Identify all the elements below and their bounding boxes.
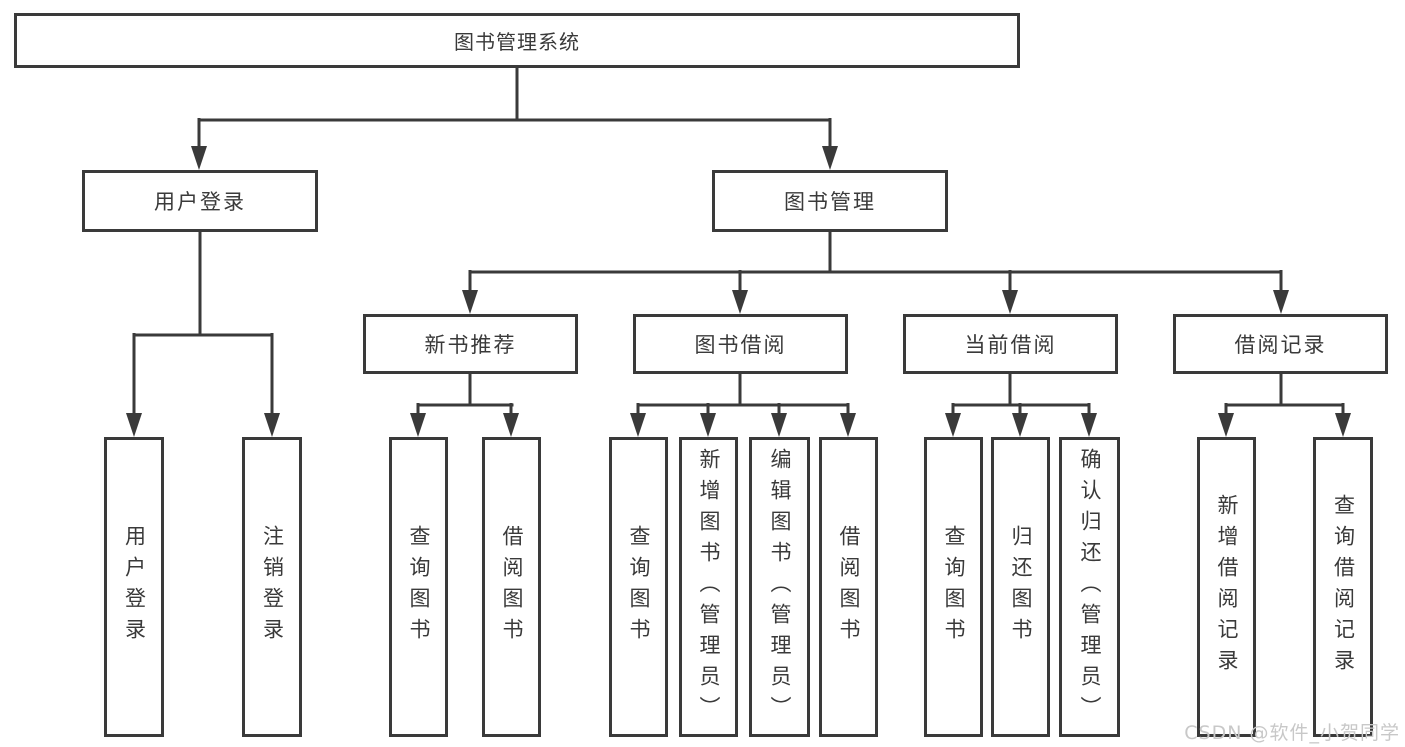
leaf-label: 编辑图书（管理员） [768, 447, 792, 727]
node-book-borrow: 图书借阅 [633, 314, 848, 374]
arrowhead-down-icon [191, 146, 207, 170]
leaf-label: 查询图书 [627, 525, 651, 649]
arrowhead-down-icon [840, 413, 856, 437]
arrowhead-down-icon [945, 413, 961, 437]
leaf-add-books-admin: 新增图书（管理员） [679, 437, 738, 737]
node-current-borrow: 当前借阅 [903, 314, 1118, 374]
arrowhead-down-icon [410, 413, 426, 437]
node-root-label: 图书管理系统 [454, 30, 580, 54]
arrowhead-down-icon [1273, 290, 1289, 314]
leaf-edit-books-admin: 编辑图书（管理员） [749, 437, 810, 737]
leaf-return-books: 归还图书 [991, 437, 1050, 737]
leaf-borrow-books: 借阅图书 [819, 437, 878, 737]
arrowhead-down-icon [1012, 413, 1028, 437]
leaf-borrow-books-recommend: 借阅图书 [482, 437, 541, 737]
connector-borrow-records-to-leaves [1218, 374, 1351, 437]
node-book-borrow-label: 图书借阅 [694, 333, 787, 357]
connector-book-management-to-level3 [462, 232, 1289, 314]
leaf-label: 查询图书 [942, 525, 966, 649]
leaf-logout: 注销登录 [242, 437, 302, 737]
arrowhead-down-icon [630, 413, 646, 437]
arrowhead-down-icon [771, 413, 787, 437]
arrowhead-down-icon [1081, 413, 1097, 437]
connector-new-book-recommend-to-leaves [410, 374, 519, 437]
arrowhead-down-icon [1218, 413, 1234, 437]
arrowhead-down-icon [503, 413, 519, 437]
arrowhead-down-icon [822, 146, 838, 170]
node-new-book-recommend-label: 新书推荐 [424, 333, 517, 357]
arrowhead-down-icon [1002, 290, 1018, 314]
node-current-borrow-label: 当前借阅 [964, 333, 1057, 357]
leaf-label: 查询图书 [407, 525, 431, 649]
leaf-label: 借阅图书 [837, 525, 861, 649]
leaf-label: 注销登录 [260, 525, 285, 649]
leaf-label: 用户登录 [122, 525, 147, 649]
connector-root-to-level2 [191, 68, 838, 170]
node-user-login: 用户登录 [82, 170, 318, 232]
arrowhead-down-icon [1335, 413, 1351, 437]
node-borrow-records-label: 借阅记录 [1234, 333, 1327, 357]
watermark-text: CSDN @软件_小贺同学 [1184, 722, 1400, 744]
node-book-management: 图书管理 [712, 170, 948, 232]
leaf-query-books-recommend: 查询图书 [389, 437, 448, 737]
node-new-book-recommend: 新书推荐 [363, 314, 578, 374]
leaf-label: 确认归还（管理员） [1078, 447, 1102, 727]
leaf-query-borrow-record: 查询借阅记录 [1313, 437, 1373, 737]
leaf-label: 新增图书（管理员） [697, 447, 721, 727]
connector-current-borrow-to-leaves [945, 374, 1097, 437]
connector-user-login-to-leaves [126, 232, 280, 437]
arrowhead-down-icon [732, 290, 748, 314]
leaf-add-borrow-record: 新增借阅记录 [1197, 437, 1256, 737]
arrowhead-down-icon [462, 290, 478, 314]
arrowhead-down-icon [264, 413, 280, 437]
arrowhead-down-icon [700, 413, 716, 437]
leaf-user-login: 用户登录 [104, 437, 164, 737]
node-root: 图书管理系统 [14, 13, 1020, 68]
leaf-label: 查询借阅记录 [1331, 494, 1356, 680]
node-borrow-records: 借阅记录 [1173, 314, 1388, 374]
leaf-label: 新增借阅记录 [1215, 494, 1239, 680]
leaf-query-books-borrow: 查询图书 [609, 437, 668, 737]
leaf-query-books-current: 查询图书 [924, 437, 983, 737]
arrowhead-down-icon [126, 413, 142, 437]
node-book-management-label: 图书管理 [784, 190, 876, 214]
leaf-confirm-return-admin: 确认归还（管理员） [1059, 437, 1120, 737]
leaf-label: 归还图书 [1009, 525, 1033, 649]
node-user-login-label: 用户登录 [154, 190, 246, 214]
connector-book-borrow-to-leaves [630, 374, 856, 437]
leaf-label: 借阅图书 [500, 525, 524, 649]
